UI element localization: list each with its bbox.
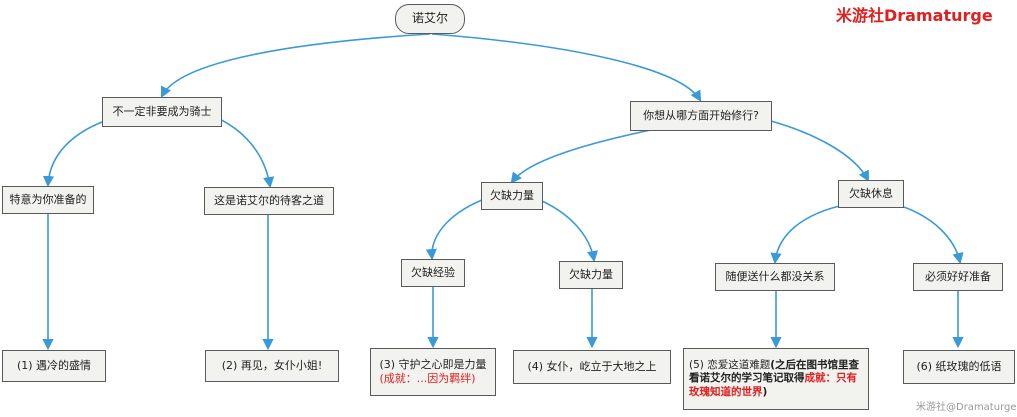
node-not-knight: 不一定非要成为骑士 — [102, 97, 222, 127]
node-lack-strength-2: 欠缺力量 — [559, 261, 623, 289]
leaf-6-paper-rose: (6) 纸玫瑰的低语 — [903, 350, 1015, 384]
leaf-5-achievement-name: ：只有玫瑰知道的世界 — [689, 372, 857, 398]
edge-where-strength — [510, 125, 671, 184]
leaf-4-maid-stands: (4) 女仆，屹立于大地之上 — [513, 350, 671, 384]
leaf-3-achievement: (成就：...因为羁绊) — [379, 372, 476, 385]
leaf-1-cold-welcome: (1) 遇冷的盛情 — [2, 350, 106, 382]
node-anything-ok: 随便送什么都没关系 — [715, 263, 835, 291]
node-lack-strength: 欠缺力量 — [481, 182, 543, 210]
edge-strength-strength2 — [534, 197, 599, 263]
node-must-prepare: 必须好好准备 — [913, 263, 1003, 291]
watermark: 米游社@Dramaturge — [916, 402, 1017, 413]
edge-where-rest — [759, 117, 870, 182]
leaf-5-love-problem: (5) 恋爱这道难题(之后在图书馆里查看诺艾尔的学习笔记取得成就：只有玫瑰知道的… — [683, 348, 869, 410]
leaf-2-goodbye-maid: (2) 再见，女仆小姐! — [205, 350, 339, 382]
leaf-5-close: ) — [762, 385, 768, 398]
node-where-to-train: 你想从哪方面开始修行? — [630, 101, 772, 131]
brand-title: 米游社Dramaturge — [836, 6, 993, 25]
edge-root-where — [431, 33, 702, 102]
leaf-3-title: (3) 守护之心即是力量 — [379, 357, 487, 371]
edge-rest-prepare — [894, 203, 964, 265]
leaf-5-hint: (之后在图书馆里查看诺艾尔的学习笔记取得 — [689, 358, 860, 385]
leaf-5-achievement-label: 成就 — [804, 372, 826, 385]
leaf-3-guarding-heart: (3) 守护之心即是力量 (成就：...因为羁绊) — [370, 348, 496, 396]
node-hospitality: 这是诺艾尔的待客之道 — [204, 187, 334, 215]
node-lack-experience: 欠缺经验 — [401, 259, 465, 287]
root-node: 诺艾尔 — [395, 4, 465, 34]
edge-strength-exp — [425, 197, 488, 261]
node-lack-rest: 欠缺休息 — [838, 180, 904, 208]
node-special-for-you: 特意为你准备的 — [2, 186, 94, 214]
leaf-5-title: (5) 恋爱这道难题 — [689, 358, 771, 371]
edge-rest-casual — [770, 203, 849, 265]
edge-root-knight — [160, 33, 431, 99]
